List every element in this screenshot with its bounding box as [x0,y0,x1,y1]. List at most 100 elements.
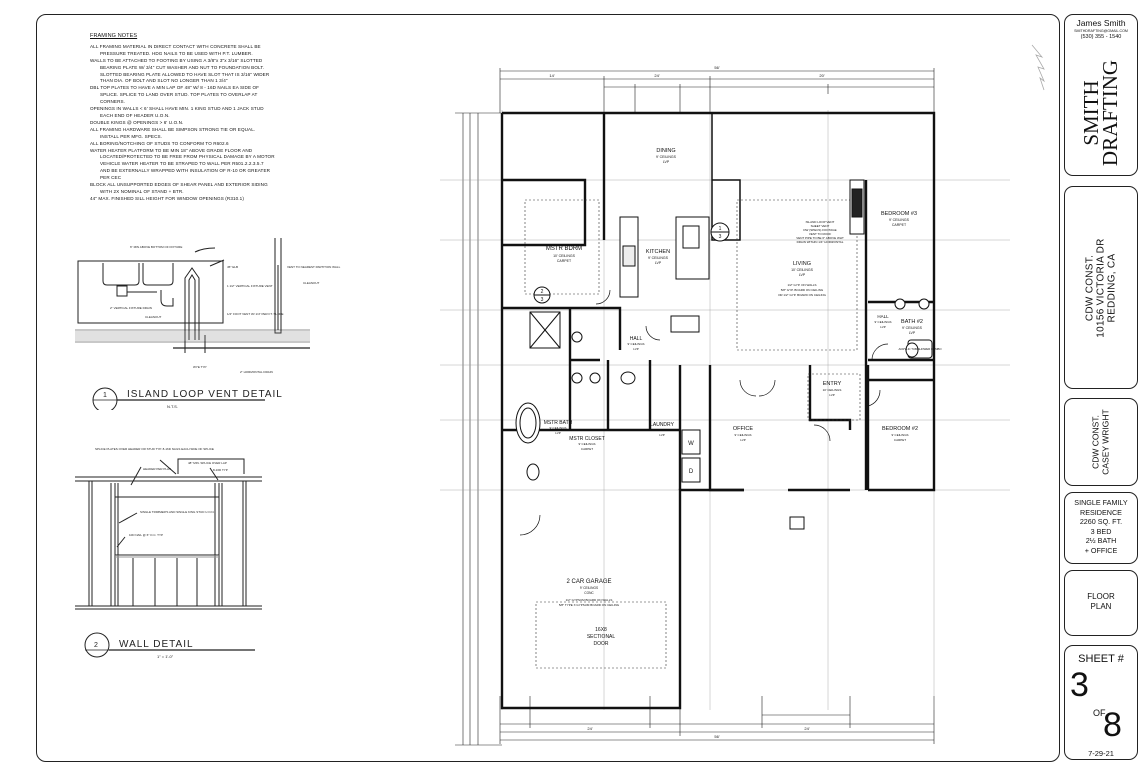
dim-top-b: 24' [654,73,659,78]
room-ceiling-entry: 10' CEILINGS [823,388,842,392]
note-partition-wall: VENT TO NEAREST PARTITION WALL [287,265,341,269]
room-floor-dining: LVP [663,160,670,164]
note-8-16d: 8-16D TYP [213,468,228,472]
detail-1-title: ISLAND LOOP VENT DETAIL [127,389,283,400]
framing-note-line: DOUBLE KINGS @ OPENINGS > 6' U.O.N. [90,119,184,125]
project-city: REDDING, CA [1106,253,1118,322]
room-label-bath-2: BATH #2 [901,319,923,325]
room-floor-garage: CONC [584,591,594,595]
dim-bottom-a: 24' [587,726,592,731]
firm-logo-text: SMITH DRAFTING [1079,60,1122,166]
note-6in-min: 6" MIN ABOVE BOTTOM OF FIXTURE [130,245,182,249]
note-10d-nail: 10D NAIL @ 6" O.C. TYP [129,533,163,537]
title-block-description: SINGLE FAMILY RESIDENCE 2260 SQ. FT. 3 B… [1064,492,1138,564]
room-floor-bedroom-2: CARPET [894,438,906,442]
room-ceiling-bedroom-3: 9' CEILINGS [889,218,910,222]
room-label-garage: 2 CAR GARAGE [566,579,611,585]
dim-top-a: 14' [549,73,554,78]
room-label-bedroom-3: BEDROOM #3 [881,211,917,217]
detail-2-bubble [84,632,110,658]
desc-line-2: RESIDENCE [1080,507,1122,517]
note-header-per-plan: HEADER PER PLAN [143,467,171,471]
room-floor-master-bath: LVP [555,431,560,435]
living-note-2: 5/8" GYP. BOARD ON CEILING [781,288,824,292]
framing-note-line: WITH 2X NOMINAL OF STAND + BTR. [100,188,184,194]
sheet-total: 8 [1103,706,1122,744]
drafter-email: SMITHDRAFTING@GMAIL.COM [1074,29,1128,33]
note-cleanout-2: CLEANOUT [303,281,320,285]
framing-note-line: LOCATED/PROTECTED TO BE FREE FROM PHYSIC… [100,154,275,160]
title-block-project: CDW CONST. 10156 VICTORIA DR REDDING, CA [1064,186,1138,389]
framing-note-line: ALL BORING/NOTCHING OF STUDS TO CONFORM … [90,140,229,146]
detail-2-title: WALL DETAIL [119,639,194,650]
detail-1-scale: N.T.S. [167,404,178,409]
garage-door-type: SECTIONAL [587,634,616,640]
note-45-elb: 45° ELB [227,265,238,269]
note-splice-lap: 48" MIN. SPLICE OVER LAP [188,461,227,465]
note-single-trimmer: SINGLE TRIMMER'S AND SINGLE KING STUD U.… [140,510,215,514]
island-note-6: DRAIN WITHIN 1/4" HORIZONTAL [797,240,844,244]
room-ceiling-hall-east: 9' CEILINGS [874,320,891,324]
room-floor-office: LVP [740,438,745,442]
room-ceiling-master-closet: 9' CEILINGS [578,442,595,446]
note-cleanout-1: CLEANOUT [145,315,162,319]
sheet-title-line1: FLOOR [1087,592,1115,601]
floor-plan: MSTR BDRM 10' CEILINGS CARPET DINING 9' … [440,65,1010,746]
room-ceiling-garage: 9' CEILINGS [580,586,598,590]
garage-door-size: 16X8 [595,627,607,633]
room-floor-bath-2: LVP [909,331,916,335]
note-wye: WYE TYP [193,365,206,369]
room-label-entry: ENTRY [823,381,842,387]
drafter-phone: (530) 355 - 1540 [1080,34,1122,40]
project-address: 10156 VICTORIA DR [1095,237,1107,338]
callout-2-top: 2 [541,289,544,295]
signature-mark [1031,44,1045,91]
framing-notes: FRAMING NOTES ALL FRAMING MATERIAL IN DI… [90,33,340,203]
room-label-master-bedroom: MSTR BDRM [546,246,582,252]
living-note-3: OR 1/2" GYP. BOARD ON CEILING [778,293,827,297]
room-label-bedroom-2: BEDROOM #2 [882,426,918,432]
room-ceiling-living: 10' CEILINGS [791,268,814,272]
room-floor-laundry: LVP [659,433,664,437]
garage-door-label: DOOR [594,641,609,647]
framing-notes-title: FRAMING NOTES [90,33,138,39]
desc-office: + OFFICE [1084,545,1118,555]
dryer-label: D [689,469,694,475]
desc-beds: 3 BED [1090,526,1112,536]
room-label-living: LIVING [793,261,811,267]
framing-note-line: INSTALL PER MFG. SPECS. [100,133,163,139]
note-foot-vent: 1/4" FOOT VENT W/ 1/4" PER FT. SLOPE [227,312,284,316]
room-ceiling-laundry: 9' CEILINGS [653,428,670,432]
framing-note-line: ALL FRAMING HARDWARE SHALL BE SIMPSON ST… [90,126,256,132]
framing-note-line: OPENINGS IN WALLS < 6' SHALL HAVE MIN. 1… [90,106,264,112]
room-label-master-closet: MSTR CLOSET [569,436,605,442]
room-ceiling-kitchen: 9' CEILINGS [648,256,669,260]
island-note-2: SHEET VENT [811,224,830,228]
client-name: CASEY WRIGHT [1100,409,1110,475]
framing-note-line: WALLS TO BE ATTACHED TO FOOTING BY USING… [90,57,263,63]
callout-2-bottom: 3 [541,297,544,303]
dim-bottom-b: 24' [804,726,809,731]
desc-baths: 2½ BATH [1085,536,1117,545]
callout-1-top: 1 [719,226,722,232]
room-floor-bedroom-3: CARPET [892,223,907,227]
framing-note-line: AND BE EXTERNALLY WRAPPED WITH INSULATIO… [100,168,271,174]
room-ceiling-master-bedroom: 10' CEILINGS [553,254,576,258]
note-horizontal-drain: 2" HORIZONTAL DRAIN [240,370,273,374]
detail-1-number: 1 [103,392,107,399]
framing-note-line: BLOCK ALL UNSUPPORTED EDGES OF SHEAR PAN… [90,182,268,188]
garage-ceiling-note: 5/8" TYPE X GYPSUM BOARD ON CEILING [559,603,620,607]
room-ceiling-master-bath: 9' CEILINGS [549,426,566,430]
desc-line-1: SINGLE FAMILY [1074,498,1128,507]
framing-note-line: DBL TOP PLATES TO HAVE A MIN LAP OF 48" … [90,85,260,91]
title-block-sheet-number: SHEET # 3 OF 8 7-29-21 [1064,645,1138,760]
room-floor-master-closet: CARPET [581,447,593,451]
framing-note-line: PER CEC [100,175,122,181]
framing-note-line: PRESSURE TREATED. HDG NAILS TO BE USED W… [100,50,253,56]
tub-label: ACRYLIC TUB/SHOWER COMBO [898,347,942,351]
island-loop-vent-detail: 6" MIN ABOVE BOTTOM OF FIXTURE 45° ELB 1… [75,238,341,410]
drafter-name: James Smith [1076,18,1126,28]
framing-note-line: ALL FRAMING MATERIAL IN DIRECT CONTACT W… [90,43,261,49]
island-note-3: DW (SPECS) FOOTAGE [803,228,836,232]
sheet-of: OF [1093,708,1106,718]
